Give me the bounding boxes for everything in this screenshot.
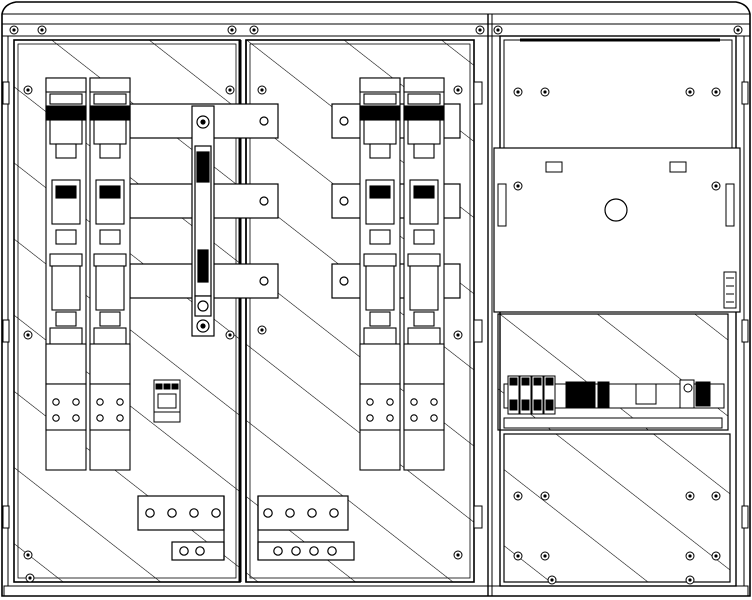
- terminal-block: [575, 381, 581, 409]
- busbar-hole: [307, 508, 317, 518]
- terminal-block: [519, 375, 532, 415]
- terminal-block: [683, 383, 693, 393]
- busbar-hole: [329, 508, 339, 518]
- busbar-hole: [273, 546, 283, 556]
- busbar-hole: [189, 508, 199, 518]
- busbar-hole: [167, 508, 177, 518]
- terminal-block: [597, 381, 604, 409]
- terminal-block: [635, 383, 657, 405]
- terminal-block: [543, 375, 556, 415]
- terminal-blocks: [507, 375, 711, 415]
- terminal-block: [580, 381, 586, 409]
- busbar-holes: [145, 508, 339, 556]
- busbar-hole: [145, 508, 155, 518]
- fuse-strips: [45, 77, 445, 471]
- fuse-strip: [403, 77, 445, 471]
- busbar-hole: [211, 508, 221, 518]
- busbar-hole: [291, 546, 301, 556]
- vertical-disconnector: [191, 105, 215, 337]
- terminal-block: [695, 381, 711, 407]
- terminal-block: [570, 381, 576, 409]
- fuse-strip: [45, 77, 87, 471]
- hinges: [2, 81, 749, 529]
- busbar-hole: [179, 546, 189, 556]
- small-module: [153, 379, 181, 423]
- busbar-hole: [327, 546, 337, 556]
- busbar-hole: [309, 546, 319, 556]
- terminal-block: [590, 381, 596, 409]
- terminal-block: [603, 381, 610, 409]
- terminal-block: [585, 381, 591, 409]
- terminal-block: [531, 375, 544, 415]
- fuse-strip: [359, 77, 401, 471]
- busbar-hole: [195, 546, 205, 556]
- busbar-hole: [263, 508, 273, 518]
- fuse-strip: [89, 77, 131, 471]
- lower-panel-hatched: [503, 433, 731, 583]
- busbar-hole: [285, 508, 295, 518]
- terminal-block: [507, 375, 520, 415]
- terminal-block: [565, 381, 571, 409]
